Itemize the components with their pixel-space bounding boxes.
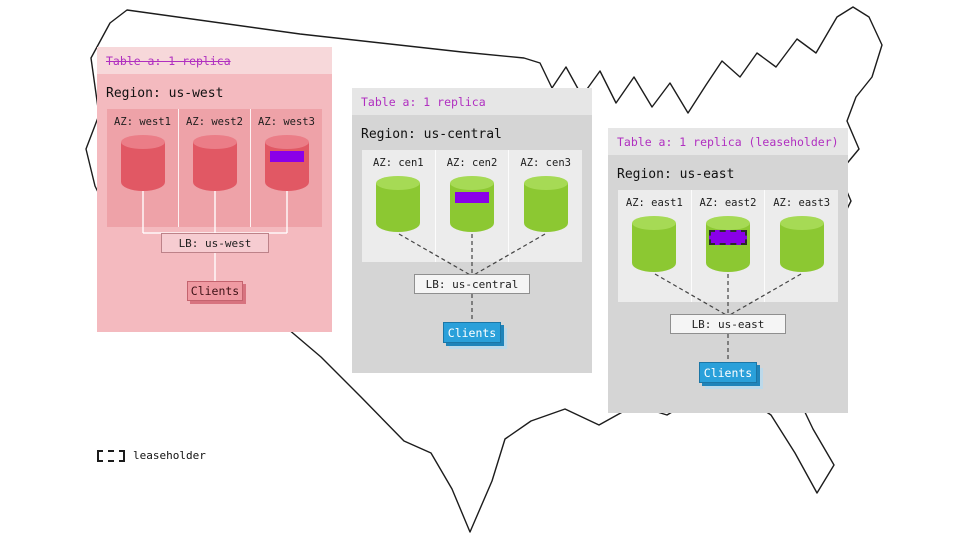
database-cylinder-icon <box>264 135 309 191</box>
leaseholder-swatch-icon <box>97 449 125 462</box>
az-column-west1: AZ: west1 <box>107 109 178 227</box>
database-cylinder-icon <box>192 135 237 191</box>
cylinder-body <box>450 183 494 232</box>
az-container: AZ: west1 AZ: west2 AZ: west3 <box>107 109 322 227</box>
region-card-us-central: Table a: 1 replica Region: us-central AZ… <box>352 88 592 373</box>
az-column-west2: AZ: west2 <box>178 109 250 227</box>
cylinder-body <box>779 223 824 272</box>
az-container: AZ: cen1 AZ: cen2 AZ: cen3 <box>362 150 582 262</box>
az-column-cen2: AZ: cen2 <box>434 150 509 262</box>
cylinder-body <box>632 223 677 272</box>
az-column-east2: AZ: east2 <box>690 190 765 302</box>
cylinder-top <box>779 216 824 230</box>
cylinder-top <box>192 135 237 149</box>
cylinder-top <box>523 176 568 190</box>
legend: leaseholder <box>97 449 206 462</box>
cylinder-body <box>120 142 165 191</box>
cylinder-top <box>632 216 677 230</box>
database-cylinder-icon <box>376 176 421 232</box>
table-label: Table a: 1 replica (leaseholder) <box>617 134 839 149</box>
cylinder-top <box>120 135 165 149</box>
az-label: AZ: east2 <box>699 197 757 209</box>
cylinder-top <box>376 176 421 190</box>
az-label: AZ: west2 <box>186 116 243 128</box>
az-label: AZ: west3 <box>258 116 315 128</box>
az-column-cen3: AZ: cen3 <box>508 150 582 262</box>
az-column-east1: AZ: east1 <box>618 190 691 302</box>
table-header: Table a: 1 replica (leaseholder) <box>608 128 848 155</box>
table-header: Table a: 1 replica <box>97 47 332 74</box>
az-label: AZ: west1 <box>114 116 171 128</box>
database-cylinder-icon <box>120 135 165 191</box>
database-cylinder-icon <box>523 176 568 232</box>
az-column-west3: AZ: west3 <box>250 109 322 227</box>
az-label: AZ: cen2 <box>446 157 498 169</box>
load-balancer-box: LB: us-east <box>670 314 786 334</box>
region-label: Region: us-west <box>106 86 224 101</box>
cylinder-body <box>192 142 237 191</box>
clients-box: Clients <box>699 362 757 383</box>
az-column-cen1: AZ: cen1 <box>362 150 435 262</box>
region-label: Region: us-central <box>361 127 502 142</box>
cylinder-top <box>450 176 494 190</box>
az-label: AZ: cen1 <box>373 157 424 169</box>
table-label: Table a: 1 replica <box>361 94 486 109</box>
cylinder-body <box>264 142 309 191</box>
region-card-us-west: Table a: 1 replica Region: us-west AZ: w… <box>97 47 332 332</box>
cylinder-top <box>264 135 309 149</box>
cylinder-body <box>376 183 421 232</box>
database-cylinder-icon <box>450 176 494 232</box>
load-balancer-box: LB: us-central <box>414 274 530 294</box>
az-label: AZ: east1 <box>625 197 683 209</box>
replica-badge <box>455 192 489 203</box>
clients-box: Clients <box>187 281 243 301</box>
database-cylinder-icon <box>706 216 750 272</box>
table-label: Table a: 1 replica <box>106 53 231 68</box>
leaseholder-badge <box>709 230 747 245</box>
cylinder-body <box>523 183 568 232</box>
database-cylinder-icon <box>779 216 824 272</box>
replica-badge <box>269 151 304 162</box>
database-cylinder-icon <box>632 216 677 272</box>
az-column-east3: AZ: east3 <box>764 190 838 302</box>
region-card-us-east: Table a: 1 replica (leaseholder) Region:… <box>608 128 848 413</box>
table-header: Table a: 1 replica <box>352 88 592 115</box>
load-balancer-box: LB: us-west <box>161 233 269 253</box>
legend-label: leaseholder <box>133 449 206 462</box>
region-label: Region: us-east <box>617 167 735 182</box>
clients-box: Clients <box>443 322 501 343</box>
az-label: AZ: cen3 <box>520 157 571 169</box>
az-container: AZ: east1 AZ: east2 AZ: east3 <box>618 190 838 302</box>
cylinder-top <box>706 216 750 230</box>
az-label: AZ: east3 <box>773 197 831 209</box>
